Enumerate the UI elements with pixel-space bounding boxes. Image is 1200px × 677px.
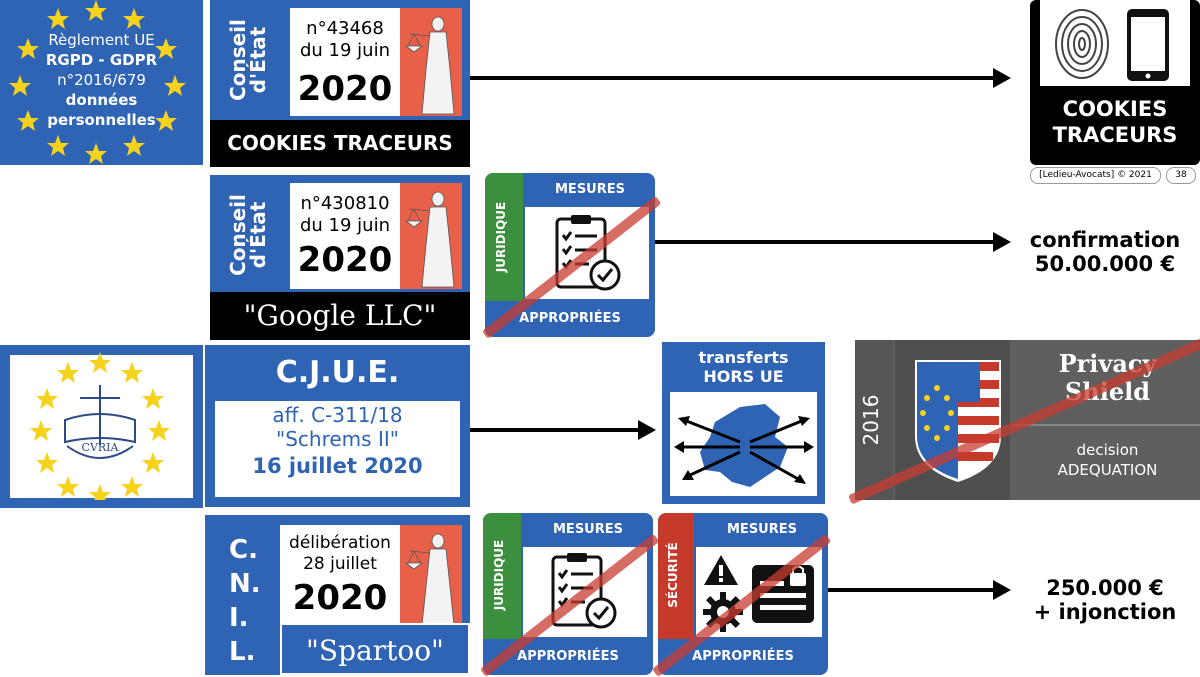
mesures1-side: JURIDIQUE (494, 201, 508, 273)
result1-line1: confirmation (1029, 228, 1181, 252)
mesures3-bottom: APPROPRIÉES (692, 649, 794, 664)
ce2-footer: "Google LLC" (210, 292, 470, 340)
cnil-footer: "Spartoo" (280, 623, 470, 675)
result2-line1: 250.000 € (1046, 576, 1164, 600)
europe-map-icon (674, 404, 814, 487)
cnil-letter-i: I. (229, 603, 249, 633)
cjue-title: C.J.U.E. (275, 355, 400, 390)
arrow-to-cookies (470, 76, 995, 80)
transferts-line1: transferts (698, 348, 789, 367)
conseil-etat-card-2: Conseil d'État n°430810 du 19 juin 2020 … (210, 175, 470, 340)
arrow-head-sanction (993, 580, 1011, 600)
transferts-line2: HORS UE (703, 367, 784, 386)
cnil-card: C. N. I. L. délibération 28 juillet 2020… (205, 515, 470, 675)
cjue-date: 16 juillet 2020 (252, 454, 423, 478)
ce1-number: n°43468 (306, 18, 384, 39)
conseil-etat-card-1: Conseil d'État n°43468 du 19 juin 2020 C… (210, 0, 470, 167)
cjue-case: aff. C-311/18 (272, 403, 403, 427)
fingerprint-icon (1055, 9, 1109, 79)
cjue-logo-box (0, 345, 203, 508)
mesures2-side: JURIDIQUE (492, 539, 506, 611)
mesures3-side: SÉCURITÉ (666, 542, 680, 608)
ce2-number: n°430810 (300, 193, 390, 214)
transferts-box: transferts HORS UE (662, 342, 825, 504)
cnil-line2: 28 juillet (303, 554, 377, 574)
result2-line2: + injonction (1033, 600, 1177, 624)
cnil-line1: délibération (289, 533, 391, 553)
eu-reg-subject-1: données (65, 91, 138, 109)
ce2-year: 2020 (297, 240, 393, 280)
cvria-emblem-icon (30, 352, 170, 500)
arrow-to-sanction (828, 588, 995, 592)
credit-label: [Ledieu-Avocats] © 2021 (1030, 167, 1161, 184)
cookies-label-1: COOKIES (1062, 97, 1168, 121)
cnil-letter-n: N. (229, 569, 261, 599)
smartphone-icon (1127, 9, 1169, 81)
page-number: 38 (1166, 167, 1196, 184)
lady-justice-icon (404, 191, 455, 288)
eu-reg-number: n°2016/679 (57, 71, 146, 89)
lady-justice-icon (404, 16, 455, 115)
privacy-year: 2016 (859, 394, 883, 446)
mesures3-top: MESURES (727, 522, 797, 537)
result1-line2: 50.00.000 € (1034, 252, 1176, 276)
cookies-label-2: TRACEURS (1052, 123, 1178, 147)
lady-justice-icon (404, 533, 455, 626)
mesures1-bottom: APPROPRIÉES (519, 311, 621, 326)
ce2-date: du 19 juin (300, 215, 390, 236)
arrow-to-confirmation (655, 240, 995, 244)
mesures2-bottom: APPROPRIÉES (517, 649, 619, 664)
cjue-name: "Schrems II" (276, 427, 399, 451)
arrow-head-transferts (638, 420, 656, 440)
eu-stars-icon (9, 0, 186, 164)
cjue-card: C.J.U.E. aff. C-311/18 "Schrems II" 16 j… (205, 345, 470, 507)
privacy-sub-1: decision (1076, 441, 1139, 459)
conseil-etat-label-2: Conseil d'État (226, 194, 270, 276)
ce1-year: 2020 (297, 69, 393, 109)
eu-reg-subject-2: personnelles (47, 111, 156, 129)
mesures2-top: MESURES (553, 522, 623, 537)
eu-reg-title: Règlement UE (48, 31, 155, 49)
conseil-etat-label-1: Conseil d'État (226, 19, 270, 101)
arrow-to-transferts (470, 428, 640, 432)
cnil-year: 2020 (292, 578, 388, 618)
cvria-text: CVRIA (81, 441, 119, 454)
privacy-sub-2: ADEQUATION (1057, 461, 1158, 479)
ce1-footer: COOKIES TRACEURS (210, 120, 470, 167)
ce1-date: du 19 juin (300, 40, 390, 61)
eu-reg-acronym: RGPD - GDPR (45, 51, 158, 69)
cnil-letter-c: C. (229, 535, 258, 565)
cnil-letter-l: L. (229, 637, 256, 667)
arrow-head-cookies (993, 68, 1011, 88)
mesures1-top: MESURES (555, 182, 625, 197)
cookies-box: COOKIES TRACEURS (1030, 0, 1200, 165)
warning-icon (704, 555, 738, 585)
arrow-head-confirmation (993, 232, 1011, 252)
eu-regulation-box: Règlement UE RGPD - GDPR n°2016/679 donn… (0, 0, 203, 165)
